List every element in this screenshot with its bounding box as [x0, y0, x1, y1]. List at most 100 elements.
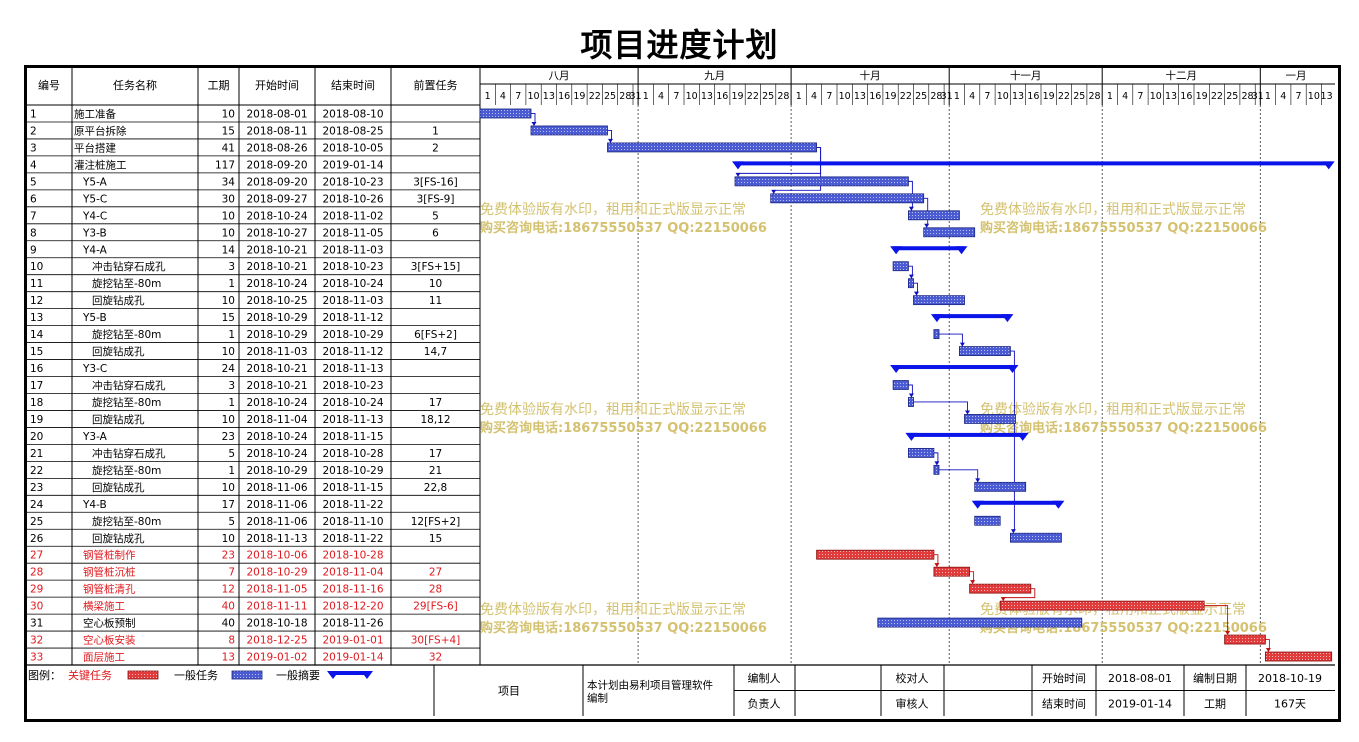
task-start: 2018-10-29 [246, 312, 307, 324]
task-bar [969, 583, 1032, 594]
legend-summary-label: 一般摘要 [276, 668, 320, 682]
summary-end-cap [1006, 365, 1019, 374]
task-end: 2019-01-14 [322, 159, 383, 171]
dependency-links [531, 113, 1271, 653]
day-tick-label: 25 [915, 91, 927, 102]
task-name: 旋挖钻至-80m [92, 515, 161, 528]
task-id: 24 [30, 499, 44, 511]
task-id: 14 [30, 329, 44, 341]
task-predecessor: 17 [429, 397, 442, 409]
task-name: 冲击钻穿石成孔 [92, 447, 166, 460]
footer-auditor-label: 审核人 [896, 696, 929, 710]
task-start: 2018-09-20 [246, 159, 307, 171]
task-id: 18 [30, 397, 43, 409]
day-tick-label: 10 [997, 91, 1009, 102]
task-end: 2018-10-29 [322, 329, 383, 341]
task-end: 2018-10-24 [322, 397, 383, 409]
task-bar [1265, 651, 1333, 662]
day-tick-label: 25 [762, 91, 774, 102]
task-predecessor: 27 [429, 567, 442, 579]
task-duration: 5 [228, 448, 235, 460]
footer-project-label: 项目 [498, 685, 520, 698]
dependency-link [1204, 605, 1229, 635]
task-end: 2018-10-28 [322, 550, 383, 562]
task-name: 旋挖钻至-80m [92, 464, 161, 477]
task-end: 2018-11-12 [322, 312, 383, 324]
page-title: 项目进度计划 [580, 26, 779, 64]
dependency-link [1010, 350, 1015, 533]
day-tick-label: 4 [500, 91, 506, 102]
task-bars [479, 108, 1335, 662]
watermark-line2: 购买咨询电话:18675550537 QQ:22150066 [480, 620, 767, 636]
task-end: 2018-11-15 [322, 431, 383, 443]
task-end: 2019-01-01 [322, 635, 383, 647]
task-name: Y4-C [82, 210, 107, 222]
task-start: 2018-12-25 [246, 635, 307, 647]
task-end: 2018-10-28 [322, 448, 383, 460]
task-id: 12 [30, 295, 43, 307]
task-bar [974, 515, 1001, 526]
legend-label: 图例： [28, 668, 61, 682]
task-end: 2018-10-24 [322, 278, 383, 290]
task-start: 2018-11-04 [246, 414, 307, 426]
task-id: 3 [30, 142, 37, 154]
task-start: 2018-10-24 [246, 448, 307, 460]
dependency-arrow [1010, 529, 1016, 534]
task-predecessor: 21 [429, 465, 442, 477]
summary-end-cap [1322, 161, 1335, 170]
task-duration: 117 [215, 159, 235, 171]
task-start: 2018-10-21 [246, 244, 307, 256]
day-tick-label: 7 [1296, 91, 1302, 102]
day-tick-label: 4 [1280, 91, 1286, 102]
day-tick-label: 4 [969, 91, 975, 102]
dependency-arrow [771, 189, 777, 194]
task-start: 2018-10-21 [246, 261, 307, 273]
task-id: 4 [30, 159, 37, 171]
day-tick-label: 28 [619, 91, 631, 102]
dependency-link [773, 146, 822, 194]
task-end: 2018-11-03 [322, 244, 383, 256]
task-id: 21 [30, 448, 43, 460]
task-predecessor: 18,12 [420, 414, 450, 426]
task-bar [908, 278, 914, 289]
task-end: 2018-11-16 [322, 584, 383, 596]
day-tick-label: 10 [686, 91, 698, 102]
task-name: Y3-A [82, 431, 108, 443]
task-duration: 10 [222, 109, 235, 121]
task-duration: 5 [228, 516, 235, 528]
footer-end-value: 2019-01-14 [1108, 697, 1172, 710]
task-predecessor: 3[FS-9] [417, 193, 455, 205]
task-name: Y4-A [82, 244, 108, 256]
footer-note: 本计划由易利项目管理软件编制 [587, 679, 713, 705]
task-name: 旋挖钻至-80m [92, 396, 161, 409]
watermark-line2: 购买咨询电话:18675550537 QQ:22150066 [980, 220, 1267, 236]
day-tick-label: 28 [1242, 91, 1254, 102]
dependency-arrow [1000, 597, 1006, 602]
day-tick-label: 13 [1165, 91, 1177, 102]
task-name: 回旋钻成孔 [92, 481, 145, 494]
dependency-arrow [735, 172, 741, 177]
footer-checker-label: 校对人 [896, 671, 929, 685]
task-id: 22 [30, 465, 43, 477]
footer-compiler-label: 编制人 [748, 671, 781, 685]
task-duration: 1 [228, 278, 235, 290]
task-predecessor: 32 [429, 652, 442, 664]
day-tick-label: 31 [1252, 91, 1264, 102]
task-id: 13 [30, 312, 43, 324]
legend-critical-swatch [127, 670, 159, 680]
task-name: Y5-B [82, 312, 107, 324]
task-name: 旋挖钻至-80m [92, 277, 161, 290]
task-predecessor: 22,8 [424, 482, 447, 494]
legend-summary-cap-end [361, 671, 373, 680]
footer-note-line: 本计划由易利项目管理软件 [587, 679, 713, 692]
task-start: 2018-11-06 [246, 499, 307, 511]
task-duration: 7 [228, 567, 235, 579]
dependency-arrow [934, 563, 940, 568]
dependency-arrow [924, 223, 930, 228]
task-start: 2018-08-11 [246, 125, 307, 137]
legend-summary-cap-start [327, 671, 339, 680]
task-start: 2018-10-18 [246, 618, 307, 630]
task-duration: 40 [222, 618, 235, 630]
